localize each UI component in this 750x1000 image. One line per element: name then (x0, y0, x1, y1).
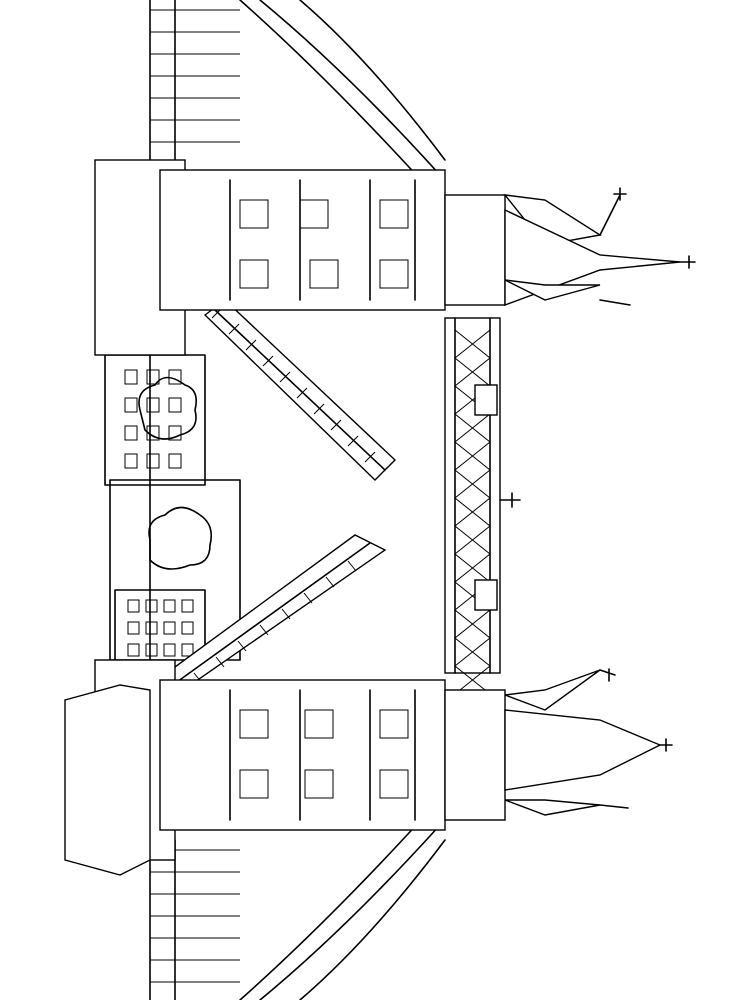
tower-north (94, 159, 696, 356)
line-detail (313, 403, 325, 415)
line-detail (146, 453, 160, 469)
line-detail (364, 451, 376, 463)
line-detail (127, 643, 140, 657)
line-detail (347, 560, 357, 572)
line-detail (379, 769, 409, 799)
line-detail (454, 553, 491, 583)
high-walkway (444, 317, 521, 695)
line-detail (181, 621, 194, 635)
line-detail (309, 259, 339, 289)
line-detail (325, 576, 335, 588)
line-detail (145, 599, 158, 613)
line-detail (163, 621, 176, 635)
line-detail (304, 769, 334, 799)
line-detail (454, 441, 491, 471)
line-detail (145, 643, 158, 657)
line-detail (454, 497, 491, 527)
line-detail (145, 621, 158, 635)
line-detail (296, 387, 308, 399)
tower-south (64, 659, 673, 876)
line-detail (454, 357, 491, 387)
line-detail (454, 469, 491, 499)
line-detail (259, 624, 269, 636)
line-detail (347, 435, 359, 447)
line-detail (146, 369, 160, 385)
line-detail (262, 355, 274, 367)
line-detail (454, 609, 491, 639)
line-detail (124, 425, 138, 441)
line-detail (181, 599, 194, 613)
line-detail (299, 199, 329, 229)
line-detail (215, 656, 225, 668)
line-detail (163, 599, 176, 613)
line-detail (237, 640, 247, 652)
line-detail (279, 371, 291, 383)
line-detail (281, 608, 291, 620)
line-detail (330, 419, 342, 431)
line-detail (454, 413, 491, 443)
line-detail (379, 199, 409, 229)
line-detail (454, 637, 491, 667)
line-detail (127, 599, 140, 613)
line-detail (168, 425, 182, 441)
line-detail (454, 329, 491, 359)
line-detail (127, 621, 140, 635)
line-detail (454, 525, 491, 555)
line-detail (228, 323, 240, 335)
line-detail (303, 592, 313, 604)
line-detail (304, 709, 334, 739)
line-detail (245, 339, 257, 351)
line-detail (239, 769, 269, 799)
line-detail (146, 397, 160, 413)
line-detail (168, 453, 182, 469)
line-detail (239, 199, 269, 229)
line-detail (379, 259, 409, 289)
line-detail (239, 259, 269, 289)
line-detail (379, 709, 409, 739)
line-detail (124, 453, 138, 469)
line-detail (124, 397, 138, 413)
suspension-chain-bottom (150, 809, 446, 1000)
line-detail (124, 369, 138, 385)
line-detail (163, 643, 176, 657)
line-detail (181, 643, 194, 657)
line-detail (146, 425, 160, 441)
line-detail (239, 709, 269, 739)
line-detail (168, 397, 182, 413)
